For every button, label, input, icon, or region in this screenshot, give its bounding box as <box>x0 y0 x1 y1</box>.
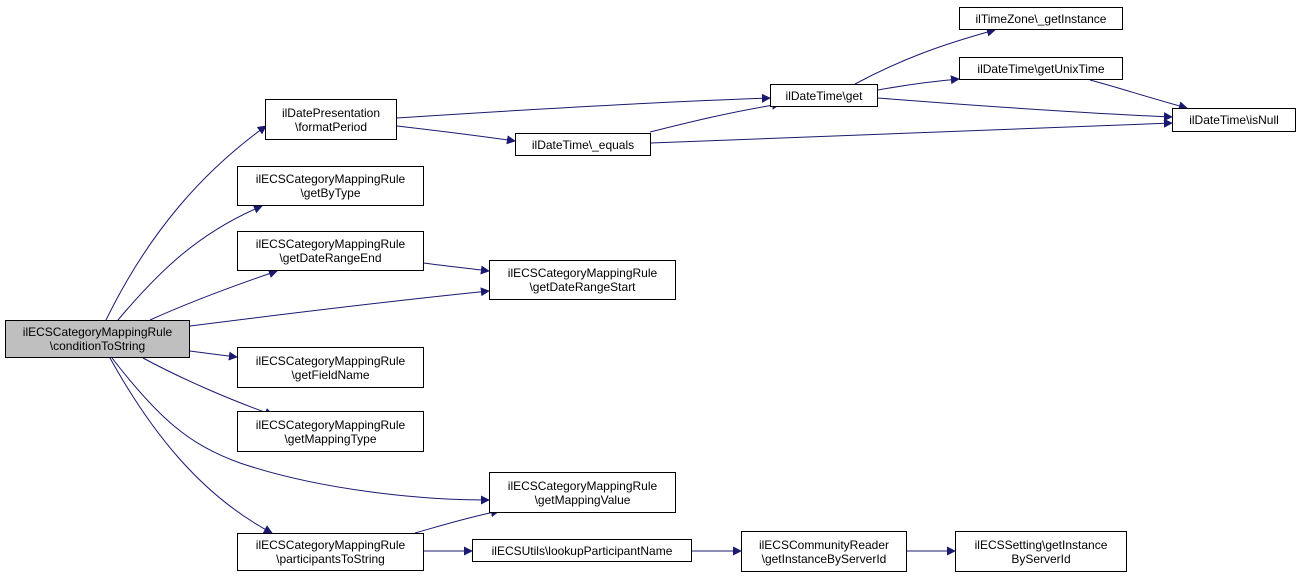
node-label-line: ilDatePresentation <box>281 105 381 120</box>
node-label-line: \getInstanceByServerId <box>761 551 887 566</box>
node-label-line: ilECSCategoryMappingRule <box>255 237 406 251</box>
node-label-line: \getMappingValue <box>534 492 631 507</box>
node-getUnixTime[interactable]: ilDateTime\getUnixTime <box>959 57 1123 80</box>
node-lookupParticipantName[interactable]: ilECSUtils\lookupParticipantName <box>472 539 692 562</box>
node-label-line: \getFieldName <box>291 367 370 382</box>
node-label-line: ilECSCategoryMappingRule <box>507 266 658 280</box>
node-label-line: \getMappingType <box>284 431 377 446</box>
node-label-line: ilECSSetting\getInstance <box>974 537 1108 552</box>
node-label-line: \getDateRangeStart <box>529 280 636 294</box>
node-equals[interactable]: ilDateTime\_equals <box>515 133 651 156</box>
edge-participantsToString-to-getMappingValue <box>414 508 500 534</box>
edge-getUnixTime-to-isNull <box>1089 79 1188 111</box>
node-label-line: ilECSCategoryMappingRule <box>507 478 658 493</box>
edge-get-to-isNull <box>877 97 1173 122</box>
node-conditionToString[interactable]: ilECSCategoryMappingRule\conditionToStri… <box>5 320 190 358</box>
node-getInstance[interactable]: ilTimeZone\_getInstance <box>959 7 1123 30</box>
edge-conditionToString-to-getMappingType <box>142 357 274 417</box>
edge-conditionToString-to-getDateRangeStart <box>189 287 490 327</box>
node-getInstanceByServerIdReader[interactable]: ilECSCommunityReader\getInstanceByServer… <box>741 531 907 572</box>
node-label-line: ilECSUtils\lookupParticipantName <box>491 543 673 558</box>
node-isNull[interactable]: ilDateTime\isNull <box>1172 108 1296 132</box>
edge-conditionToString-to-getByType <box>117 204 263 321</box>
edge-equals-to-isNull <box>650 118 1173 144</box>
node-label-line: ilECSCategoryMappingRule <box>255 417 406 432</box>
node-label-line: ilECSCategoryMappingRule <box>255 172 406 186</box>
node-label-line: ilECSCommunityReader <box>758 537 890 552</box>
node-getMappingValue[interactable]: ilECSCategoryMappingRule\getMappingValue <box>489 472 676 513</box>
node-getFieldName[interactable]: ilECSCategoryMappingRule\getFieldName <box>237 347 424 388</box>
edge-getDateRangeEnd-to-getDateRangeStart <box>423 262 490 275</box>
node-label-line: ilTimeZone\_getInstance <box>975 11 1107 26</box>
node-getDateRangeEnd[interactable]: ilECSCategoryMappingRule\getDateRangeEnd <box>237 231 424 271</box>
node-label-line: \conditionToString <box>49 339 146 353</box>
node-label-line: \formatPeriod <box>294 119 368 134</box>
node-label-line: \participantsToString <box>276 552 385 566</box>
node-label-line: ilECSCategoryMappingRule <box>22 325 173 339</box>
node-get[interactable]: ilDateTime\get <box>770 84 878 107</box>
node-getByType[interactable]: ilECSCategoryMappingRule\getByType <box>237 166 424 206</box>
node-formatPeriod[interactable]: ilDatePresentation\formatPeriod <box>265 99 397 140</box>
edge-conditionToString-to-participantsToString <box>109 357 273 534</box>
edge-equals-to-get <box>649 100 781 133</box>
edge-conditionToString-to-getFieldName <box>189 350 238 361</box>
node-getDateRangeStart[interactable]: ilECSCategoryMappingRule\getDateRangeSta… <box>489 260 676 300</box>
edge-formatPeriod-to-equals <box>396 125 516 145</box>
node-label-line: ilDateTime\get <box>785 88 863 103</box>
node-label-line: ByServerId <box>1011 551 1071 566</box>
node-participantsToString[interactable]: ilECSCategoryMappingRule\participantsToS… <box>237 533 424 571</box>
edge-formatPeriod-to-get <box>396 93 771 119</box>
node-label-line: \getDateRangeEnd <box>279 251 382 265</box>
edge-conditionToString-to-getDateRangeEnd <box>149 269 278 321</box>
node-label-line: ilECSCategoryMappingRule <box>255 353 406 368</box>
node-label-line: ilDateTime\getUnixTime <box>977 61 1105 76</box>
node-label-line: \getByType <box>300 186 361 200</box>
edge-conditionToString-to-formatPeriod <box>105 125 267 321</box>
node-label-line: ilDateTime\isNull <box>1189 113 1279 127</box>
node-label-line: ilECSCategoryMappingRule <box>255 538 406 552</box>
node-getMappingType[interactable]: ilECSCategoryMappingRule\getMappingType <box>237 411 424 452</box>
edge-conditionToString-to-getMappingValue <box>111 357 490 505</box>
edge-get-to-getInstance <box>854 27 996 85</box>
node-label-line: ilDateTime\_equals <box>531 137 635 152</box>
edge-get-to-getUnixTime <box>877 75 960 91</box>
